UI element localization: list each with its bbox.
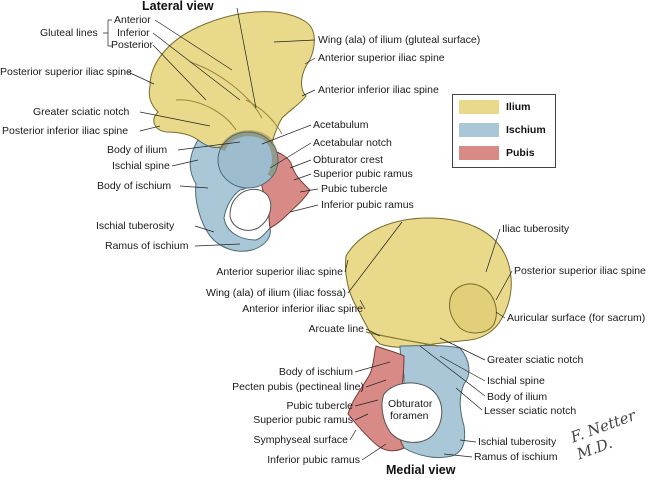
label-lat-acetabular-notch: Acetabular notch	[313, 137, 392, 149]
medial-hip-bone	[345, 217, 512, 459]
lateral-acetabulum	[217, 131, 279, 189]
legend-label-pubis: Pubis	[506, 147, 535, 159]
label-gluteal-lines: Gluteal lines	[40, 27, 98, 39]
label-med-body-of-ilium: Body of ilium	[487, 391, 548, 403]
label-lat-superior-pubic-ramus: Superior pubic ramus	[313, 168, 413, 180]
label-gluteal-anterior: Anterior	[114, 14, 151, 26]
label-med-iliac-tuberosity: Iliac tuberosity	[502, 223, 570, 235]
label-med-anterior-inferior-iliac-spine: Anterior inferior iliac spine	[242, 303, 363, 315]
label-med-inferior-pubic-ramus: Inferior pubic ramus	[267, 454, 360, 466]
legend-label-ilium: Ilium	[506, 101, 531, 113]
label-lat-wing-gluteal: Wing (ala) of ilium (gluteal surface)	[318, 34, 481, 46]
medial-obturator-foramen	[381, 382, 443, 443]
lateral-obturator-foramen	[229, 189, 272, 231]
label-med-anterior-superior-iliac-spine: Anterior superior iliac spine	[216, 266, 343, 278]
label-gluteal-posterior: Posterior	[111, 39, 154, 51]
label-lat-body-of-ischium: Body of ischium	[97, 180, 172, 192]
label-med-pubic-tubercle: Pubic tubercle	[286, 400, 353, 412]
legend-swatch-pubis	[459, 146, 499, 160]
medial-view-title: Medial view	[386, 463, 456, 477]
legend-swatch-ischium	[459, 123, 499, 137]
leader-lines	[103, 7, 513, 461]
gluteal-line-anterior	[189, 61, 263, 119]
label-lat-posterior-inferior-iliac-spine: Posterior inferior iliac spine	[2, 125, 129, 137]
lateral-hip-bone	[148, 11, 315, 252]
label-med-arcuate-line: Arcuate line	[308, 323, 364, 335]
label-med-body-of-ischium: Body of ischium	[278, 366, 353, 378]
label-lat-ischial-spine: Ischial spine	[112, 160, 170, 172]
legend-item-ilium: Ilium	[459, 99, 531, 115]
acetabular-articular-rim	[219, 130, 278, 178]
label-med-auricular-surface: Auricular surface (for sacrum)	[507, 312, 646, 324]
legend-item-ischium: Ischium	[459, 122, 546, 138]
legend-swatch-ilium	[459, 100, 499, 114]
label-lat-ischial-tuberosity: Ischial tuberosity	[96, 220, 175, 232]
label-lat-greater-sciatic-notch: Greater sciatic notch	[33, 106, 130, 118]
label-med-lesser-sciatic-notch: Lesser sciatic notch	[484, 405, 577, 417]
label-lat-anterior-superior-iliac-spine: Anterior superior iliac spine	[318, 52, 445, 64]
label-med-ischial-tuberosity: Ischial tuberosity	[478, 436, 557, 448]
label-lat-ramus-of-ischium: Ramus of ischium	[105, 240, 189, 252]
gluteal-line-posterior	[175, 99, 237, 131]
label-med-posterior-superior-iliac-spine: Posterior superior iliac spine	[514, 265, 646, 277]
label-lat-acetabulum: Acetabulum	[313, 119, 369, 131]
legend-label-ischium: Ischium	[506, 124, 546, 136]
label-med-ischial-spine: Ischial spine	[487, 375, 545, 387]
label-gluteal-inferior: Inferior	[117, 27, 150, 39]
label-med-pecten-pubis: Pecten pubis (pectineal line)	[232, 381, 364, 393]
label-med-greater-sciatic-notch: Greater sciatic notch	[487, 354, 584, 366]
label-lat-anterior-inferior-iliac-spine: Anterior inferior iliac spine	[318, 84, 439, 96]
medial-auricular-surface	[449, 283, 497, 334]
medial-arcuate-line	[365, 331, 439, 347]
label-lat-body-of-ilium: Body of ilium	[107, 144, 168, 156]
label-lat-posterior-superior-iliac-spine: Posterior superior iliac spine	[0, 66, 132, 78]
label-med-wing-iliac-fossa: Wing (ala) of ilium (iliac fossa)	[205, 287, 346, 299]
label-med-foramen: foramen	[390, 410, 429, 422]
label-lat-obturator-crest: Obturator crest	[313, 154, 384, 166]
legend-item-pubis: Pubis	[459, 145, 535, 161]
label-lat-pubic-tubercle: Pubic tubercle	[321, 183, 388, 195]
label-lat-inferior-pubic-ramus: Inferior pubic ramus	[321, 199, 414, 211]
legend: Ilium Ischium Pubis	[452, 94, 556, 168]
gluteal-line-inferior	[245, 99, 283, 135]
label-med-symphyseal-surface: Symphyseal surface	[253, 434, 348, 446]
lateral-ilium	[148, 11, 315, 151]
label-med-obturator: Obturator	[388, 398, 433, 410]
lateral-view-title: Lateral view	[142, 0, 214, 13]
label-med-superior-pubic-ramus: Superior pubic ramus	[253, 414, 353, 426]
label-med-ramus-of-ischium: Ramus of ischium	[474, 451, 558, 463]
